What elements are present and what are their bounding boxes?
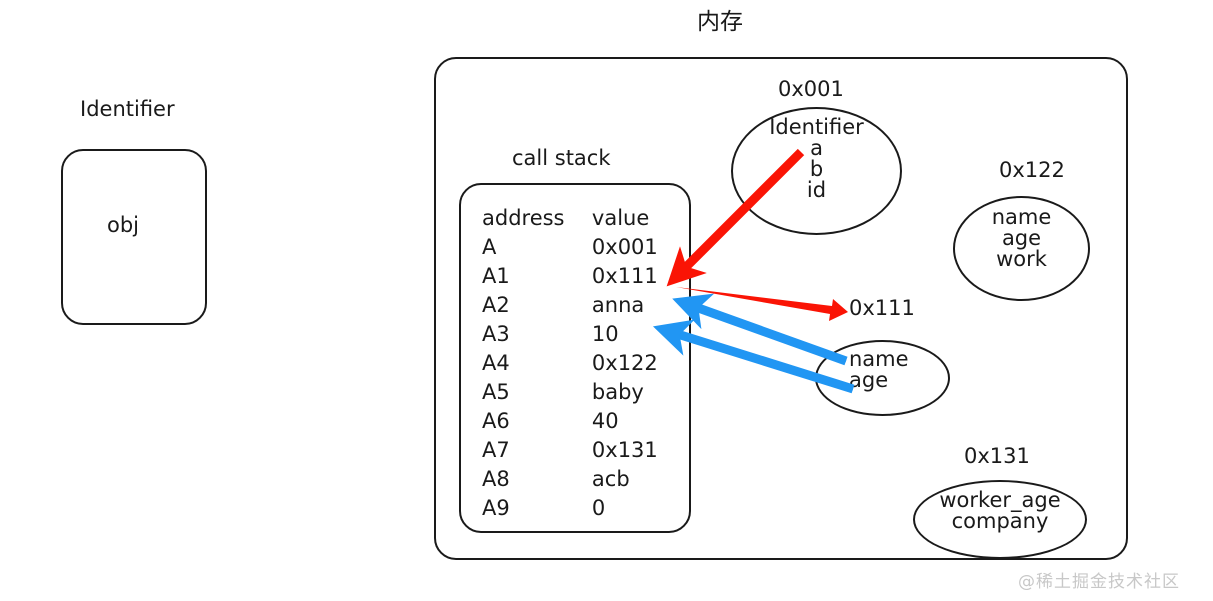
heap-field: name [991,205,1052,229]
heap-field: a [810,136,823,160]
table-row: A2 anna [482,295,682,324]
heap-field: age [1001,226,1042,250]
memory-container [434,57,1128,560]
cell-value: 0x001 [591,235,658,259]
identifier-obj-box [61,149,207,325]
table-row: A1 0x111 [482,266,682,295]
heap-field: id [806,178,827,202]
heap-field: name [849,347,909,371]
heap-address-label-0x001: 0x001 [778,77,844,101]
cell-value: 0 [591,496,606,520]
table-row: A6 40 [482,411,682,440]
heap-object-0x131: worker_age company [913,480,1087,559]
cell-value: anna [591,293,645,317]
cell-address: A8 [482,467,510,491]
heap-object-0x122: name age work [953,196,1090,301]
heap-address-label-0x122: 0x122 [999,158,1065,182]
watermark: @稀土掘金技术社区 [1018,572,1180,592]
cell-address: A9 [482,496,510,520]
cell-address: A1 [482,264,510,288]
call-stack-table: address value A 0x001 A1 0x111 A2 anna A… [482,208,682,527]
memory-title: 内存 [697,9,743,35]
cell-address: A7 [482,438,510,462]
table-row: A7 0x131 [482,440,682,469]
cell-value: 10 [591,322,619,346]
heap-field: company [951,509,1049,533]
heap-address-label-0x131: 0x131 [964,444,1030,468]
heap-field: b [809,157,824,181]
table-row: A4 0x122 [482,353,682,382]
heap-address-label-0x111: 0x111 [849,296,915,320]
cell-address: A2 [482,293,510,317]
cell-value: 0x131 [591,438,658,462]
cell-address: A5 [482,380,510,404]
column-header-address: address [482,206,565,230]
column-header-value: value [591,206,650,230]
heap-field: age [849,368,889,392]
cell-address: A6 [482,409,510,433]
identifier-obj-label: obj [107,213,140,237]
cell-address: A3 [482,322,510,346]
table-header-row: address value [482,208,682,237]
heap-field: work [996,247,1047,271]
heap-object-0x001: Identifier a b id [731,107,902,235]
cell-address: A [482,235,497,259]
cell-value: baby [591,380,644,404]
cell-value: acb [591,467,630,491]
table-row: A3 10 [482,324,682,353]
table-row: A5 baby [482,382,682,411]
identifier-panel-title: Identifier [80,97,175,121]
cell-value: 40 [591,409,619,433]
heap-field: Identifier [769,115,864,139]
cell-address: A4 [482,351,510,375]
cell-value: 0x122 [591,351,658,375]
call-stack-title: call stack [512,146,611,170]
table-row: A9 0 [482,498,682,527]
table-row: A8 acb [482,469,682,498]
heap-object-0x111: name age [815,340,950,416]
heap-field: worker_age [939,488,1061,512]
cell-value: 0x111 [591,264,658,288]
table-row: A 0x001 [482,237,682,266]
